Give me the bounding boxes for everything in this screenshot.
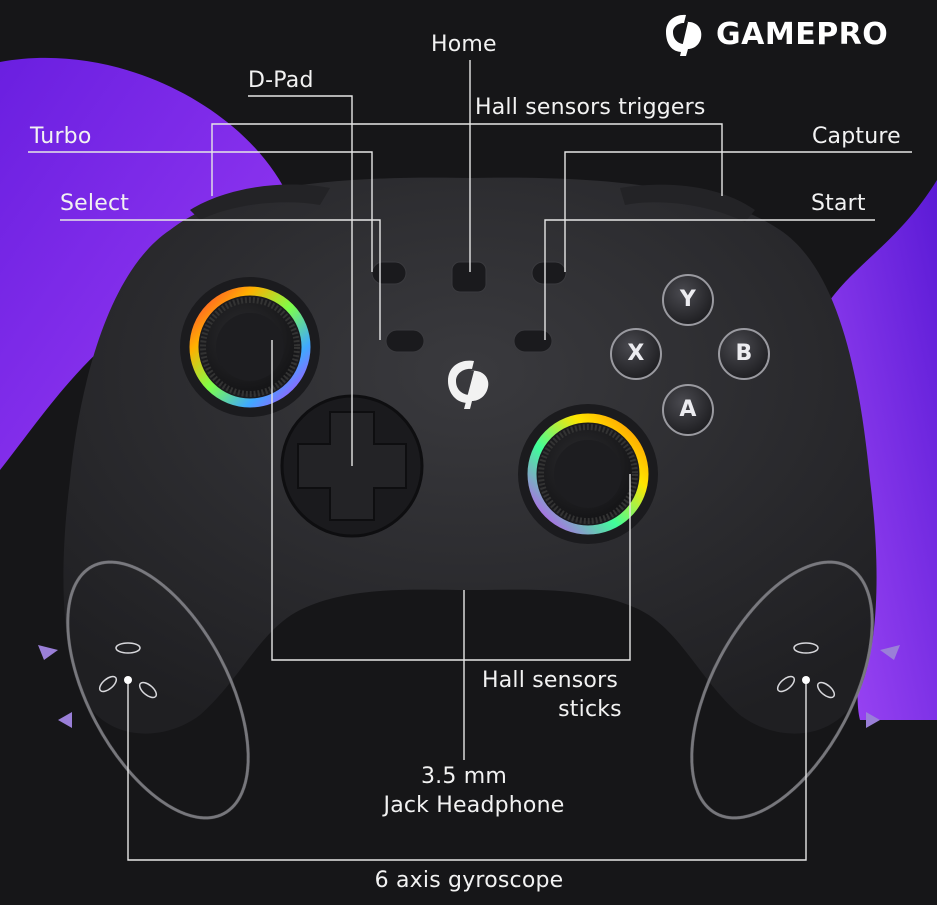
- label-hall-triggers: Hall sensors triggers: [475, 95, 706, 120]
- left-gyro-axes-icon: [98, 642, 158, 699]
- right-stick-rgb-ring: [527, 413, 649, 535]
- capture-button: [531, 261, 567, 285]
- brand-name: GAMEPRO: [716, 16, 889, 52]
- label-home: Home: [431, 32, 497, 57]
- label-turbo: Turbo: [30, 124, 92, 149]
- gamepro-logo-icon: [666, 14, 702, 56]
- face-buttons: [610, 274, 770, 436]
- purple-swoosh-right: [819, 180, 937, 720]
- face-button-a-label: A: [679, 397, 697, 422]
- label-gyroscope: 6 axis gyroscope: [374, 868, 564, 893]
- left-stick-rgb-ring: [189, 286, 311, 408]
- leader-lines: [28, 60, 912, 861]
- brand-logo: GAMEPRO: [660, 10, 888, 58]
- label-hall-sticks-line2: sticks: [558, 697, 622, 722]
- gyro-orbit-arrows: [38, 645, 900, 728]
- right-bumper: [620, 184, 755, 222]
- start-button: [513, 329, 553, 353]
- face-button-y-label: Y: [679, 287, 697, 312]
- face-button-x-label: X: [627, 341, 645, 366]
- home-button: [451, 261, 487, 293]
- left-bumper: [190, 184, 330, 220]
- turbo-button: [371, 261, 407, 285]
- select-button: [385, 329, 425, 353]
- leader-dots: [124, 676, 810, 684]
- gyro-orbits: [66, 560, 874, 820]
- right-gyro-axes-icon: [776, 642, 836, 699]
- label-jack-line1: 3.5 mm: [420, 764, 508, 789]
- label-jack-line2: Jack Headphone: [383, 793, 565, 818]
- label-dpad: D-Pad: [248, 68, 314, 93]
- face-button-b-label: B: [735, 341, 753, 366]
- center-logo-icon: [448, 360, 489, 409]
- label-capture: Capture: [812, 124, 901, 149]
- label-select: Select: [60, 191, 130, 216]
- label-start: Start: [811, 191, 866, 216]
- label-hall-sticks-line1: Hall sensors: [481, 668, 618, 693]
